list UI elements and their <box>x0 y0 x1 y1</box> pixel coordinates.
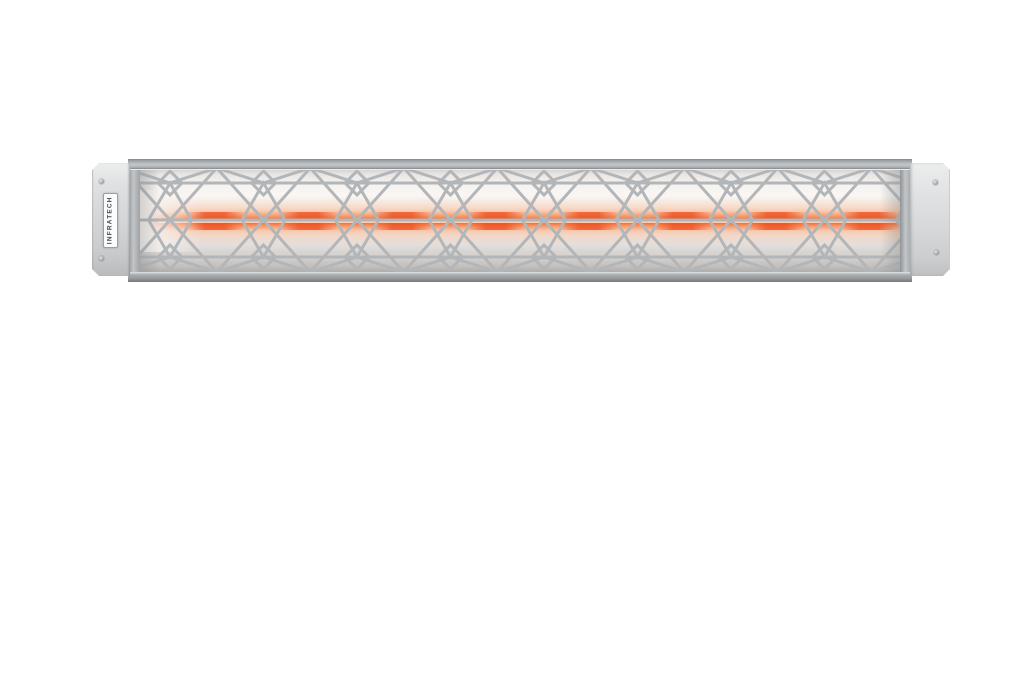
grille-frame-top-rail <box>128 159 912 169</box>
brand-label: INFRATECH <box>106 196 114 245</box>
grille-frame-post-right <box>900 168 912 272</box>
grille-inner-shadow-right <box>880 168 900 272</box>
screw-left-top <box>98 178 104 184</box>
screw-right-top <box>932 179 938 185</box>
grille-inner-shadow-left <box>140 168 160 272</box>
decorative-lattice-grille <box>128 168 912 272</box>
end-cap-right <box>910 163 950 276</box>
grille-frame-bottom-rail <box>128 272 912 282</box>
screw-right-bottom <box>933 249 939 255</box>
grille-frame-post-left <box>128 168 140 272</box>
screw-left-bottom <box>98 255 104 261</box>
brand-badge: INFRATECH <box>103 193 118 248</box>
